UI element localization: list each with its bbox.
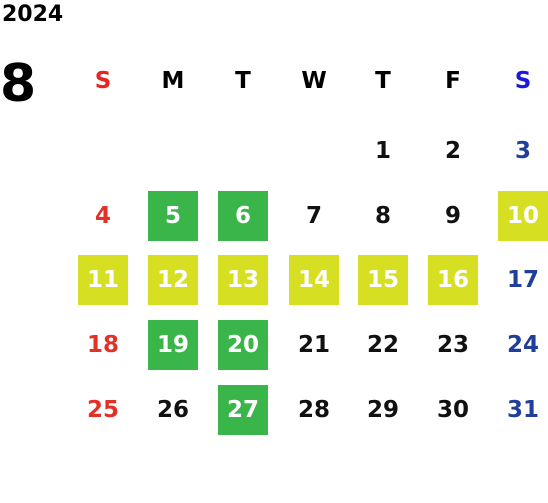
day-cell-1: 1	[374, 138, 391, 164]
day-cell-4: 4	[94, 203, 111, 229]
day-cell-10: 10	[498, 191, 548, 241]
day-cell-23: 23	[436, 332, 469, 358]
day-cell-20: 20	[218, 320, 268, 370]
day-cell-3: 3	[514, 138, 531, 164]
day-cell-7: 7	[305, 203, 322, 229]
day-cell-26: 26	[156, 397, 189, 423]
day-cell-11: 11	[78, 255, 128, 305]
day-cell-29: 29	[366, 397, 399, 423]
day-cell-21: 21	[297, 332, 330, 358]
weekday-thu: T	[375, 68, 391, 94]
year-label: 2024	[2, 2, 64, 27]
day-cell-22: 22	[366, 332, 399, 358]
day-cell-13: 13	[218, 255, 268, 305]
day-cell-12: 12	[148, 255, 198, 305]
day-cell-30: 30	[436, 397, 469, 423]
day-cell-19: 19	[148, 320, 198, 370]
day-cell-9: 9	[444, 203, 461, 229]
weekday-sat: S	[514, 68, 532, 94]
weekday-wed: W	[301, 68, 327, 94]
day-cell-28: 28	[297, 397, 330, 423]
weekday-mon: M	[161, 68, 185, 94]
weekday-fri: F	[445, 68, 461, 94]
weekday-sun: S	[94, 68, 112, 94]
day-cell-8: 8	[374, 203, 391, 229]
day-cell-15: 15	[358, 255, 408, 305]
day-cell-5: 5	[148, 191, 198, 241]
day-cell-27: 27	[218, 385, 268, 435]
day-cell-24: 24	[506, 332, 539, 358]
day-cell-14: 14	[289, 255, 339, 305]
day-cell-2: 2	[444, 138, 461, 164]
day-cell-17: 17	[506, 267, 539, 293]
day-cell-25: 25	[86, 397, 119, 423]
day-cell-16: 16	[428, 255, 478, 305]
weekday-tue: T	[235, 68, 251, 94]
month-label: 8	[0, 54, 37, 114]
day-cell-31: 31	[506, 397, 539, 423]
day-cell-18: 18	[86, 332, 119, 358]
day-cell-6: 6	[218, 191, 268, 241]
